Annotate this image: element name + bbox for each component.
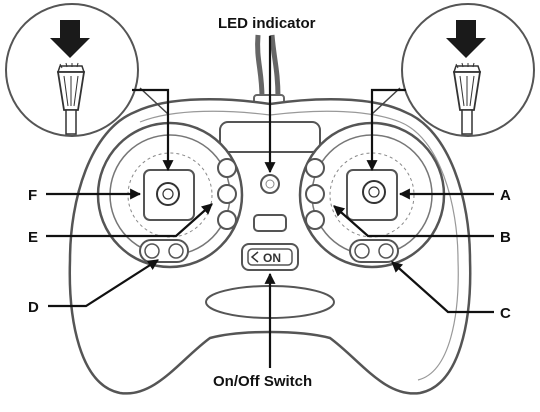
left-trim-middle[interactable]	[217, 184, 237, 204]
right-trim-top[interactable]	[305, 158, 325, 178]
label-a: A	[500, 187, 511, 204]
c-leader	[391, 261, 494, 314]
down-arrow-pushing-stick-icon	[50, 20, 90, 135]
e-leader	[46, 203, 213, 238]
on-off-switch[interactable]: ON	[241, 243, 299, 271]
controller-body-inner-edge	[139, 110, 459, 381]
d-leader	[48, 259, 159, 308]
center-button[interactable]	[253, 214, 287, 232]
right-bottom-button-1[interactable]	[354, 243, 370, 259]
led-indicator-label: LED indicator	[218, 15, 316, 32]
left-bottom-button-2[interactable]	[168, 243, 184, 259]
right-callout-leader	[366, 88, 406, 172]
label-d: D	[28, 299, 39, 316]
right-zoom-callout	[371, 3, 535, 137]
label-c: C	[500, 305, 511, 322]
b-leader	[333, 205, 494, 238]
left-callout-leader	[132, 88, 174, 172]
right-bottom-button-2[interactable]	[378, 243, 394, 259]
right-trim-middle[interactable]	[305, 184, 325, 204]
down-arrow-pushing-stick-icon	[446, 20, 486, 135]
on-off-switch-label: On/Off Switch	[213, 373, 312, 390]
label-b: B	[500, 229, 511, 246]
left-bottom-button-1[interactable]	[144, 243, 160, 259]
left-trim-bottom[interactable]	[217, 210, 237, 230]
left-zoom-callout	[5, 3, 169, 137]
right-trim-bottom[interactable]	[305, 210, 325, 230]
right-stick-assembly	[298, 121, 446, 269]
label-e: E	[28, 229, 38, 246]
led-light	[260, 174, 280, 194]
switch-label: ON	[263, 251, 281, 265]
label-f: F	[28, 187, 37, 204]
left-stick-assembly	[96, 121, 244, 269]
left-trim-top[interactable]	[217, 158, 237, 178]
